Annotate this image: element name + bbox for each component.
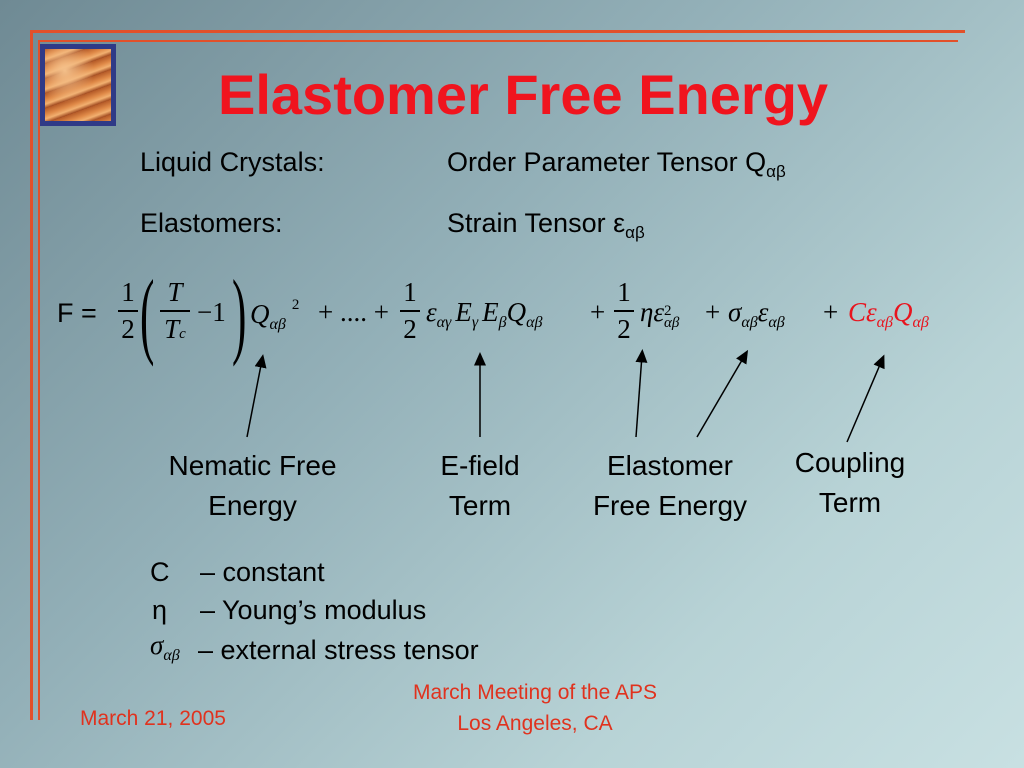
arrow-elastomer xyxy=(635,349,648,438)
footer-date: March 21, 2005 xyxy=(80,707,226,730)
plus-sign-3: + xyxy=(823,297,839,327)
equation-lhs: F = xyxy=(57,298,97,328)
frame-line-top-outer xyxy=(30,30,965,33)
arrow-stress xyxy=(696,349,749,438)
legend-text-stress-tensor: – external stress tensor xyxy=(198,635,479,665)
arrow-nematic xyxy=(246,354,267,438)
legend-symbol-eta: η xyxy=(152,595,168,625)
logo-image xyxy=(40,44,116,126)
arrow-coupling xyxy=(846,354,885,443)
plus-sign-1: + xyxy=(590,297,606,327)
slide-title: Elastomer Free Energy xyxy=(218,63,829,126)
right-paren: ) xyxy=(232,260,247,367)
definition-value-order-parameter: Order Parameter Tensor Qαβ xyxy=(447,147,786,181)
legend-symbol-c: C xyxy=(150,557,170,587)
minus-one: −1 xyxy=(197,297,226,327)
definition-value-strain-tensor: Strain Tensor εαβ xyxy=(447,208,645,242)
definition-label-elastomers: Elastomers: xyxy=(140,208,283,238)
frame-line-top-inner xyxy=(38,40,958,42)
frame-line-left-inner xyxy=(38,40,40,720)
left-paren: ( xyxy=(140,260,155,367)
definition-label-liquid-crystals: Liquid Crystals: xyxy=(140,147,325,177)
dots-term: + .... + xyxy=(318,297,389,327)
coupling-term: CεαβQαβ xyxy=(848,297,929,331)
legend-text-youngs-modulus: – Young’s modulus xyxy=(200,595,427,625)
nematic-term: Qαβ2 xyxy=(250,297,300,333)
legend-text-constant: – constant xyxy=(200,557,325,587)
plus-sign-2: + xyxy=(705,297,721,327)
frame-line-left-outer xyxy=(30,30,33,720)
stress-term: σαβεαβ xyxy=(728,297,785,331)
legend-symbol-sigma: σαβ xyxy=(150,630,180,664)
